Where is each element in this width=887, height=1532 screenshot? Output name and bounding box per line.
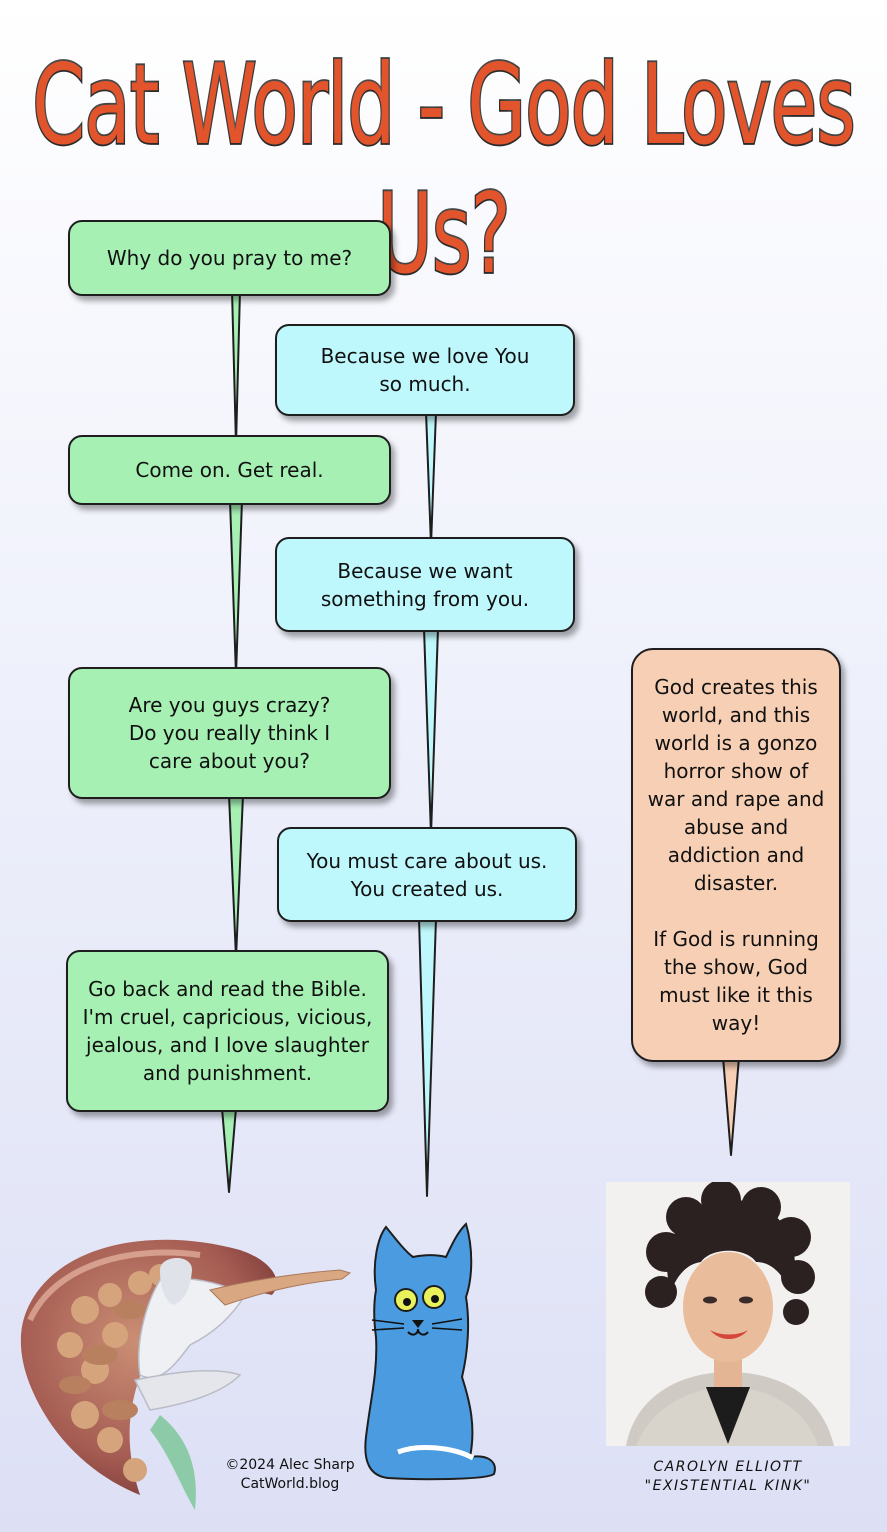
tail-cat-1 xyxy=(425,411,437,546)
tail-god-1 xyxy=(231,289,241,446)
carolyn-bubble: God creates this world, and this world i… xyxy=(631,648,841,1062)
god-bubble-1: Why do you pray to me? xyxy=(68,220,391,296)
god-bubble-4-text: Go back and read the Bible. I'm cruel, c… xyxy=(82,977,373,1085)
site-text: CatWorld.blog xyxy=(240,1476,340,1492)
cat-bubble-2: Because we want something from you. xyxy=(275,537,575,632)
cat-bubble-3: You must care about us. You created us. xyxy=(277,827,577,922)
god-bubble-3-text: Are you guys crazy? Do you really think … xyxy=(128,693,331,773)
tail-god-2 xyxy=(229,499,243,676)
blue-cat-image xyxy=(364,1222,496,1481)
carolyn-caption: CAROLYN ELLIOTT "EXISTENTIAL KINK" xyxy=(606,1458,850,1496)
copyright-text: ©2024 Alec Sharp xyxy=(225,1457,355,1473)
god-bubble-3: Are you guys crazy? Do you really think … xyxy=(68,667,391,799)
tail-carolyn xyxy=(722,1056,740,1156)
cat-bubble-2-text: Because we want something from you. xyxy=(320,558,530,611)
god-bubble-1-text: Why do you pray to me? xyxy=(106,246,353,270)
god-bubble-2: Come on. Get real. xyxy=(68,435,391,505)
tail-cat-3 xyxy=(418,917,437,1197)
tail-god-4 xyxy=(221,1107,237,1193)
carolyn-portrait-image xyxy=(606,1182,850,1446)
tail-cat-2 xyxy=(423,627,439,836)
copyright-credit: ©2024 Alec Sharp CatWorld.blog xyxy=(200,1456,380,1494)
god-bubble-4: Go back and read the Bible. I'm cruel, c… xyxy=(66,950,389,1112)
comic-title: Cat World - God Loves Us? xyxy=(31,38,857,300)
cat-bubble-3-text: You must care about us. You created us. xyxy=(306,848,548,901)
caption-name: CAROLYN ELLIOTT xyxy=(653,1459,803,1475)
cat-bubble-1: Because we love You so much. xyxy=(275,324,575,416)
caption-book: "EXISTENTIAL KINK" xyxy=(644,1478,812,1494)
carolyn-bubble-text: God creates this world, and this world i… xyxy=(647,675,825,1035)
god-painting-image xyxy=(20,1239,352,1510)
tail-god-3 xyxy=(228,794,244,959)
cat-bubble-1-text: Because we love You so much. xyxy=(320,344,530,396)
god-bubble-2-text: Come on. Get real. xyxy=(135,458,324,482)
